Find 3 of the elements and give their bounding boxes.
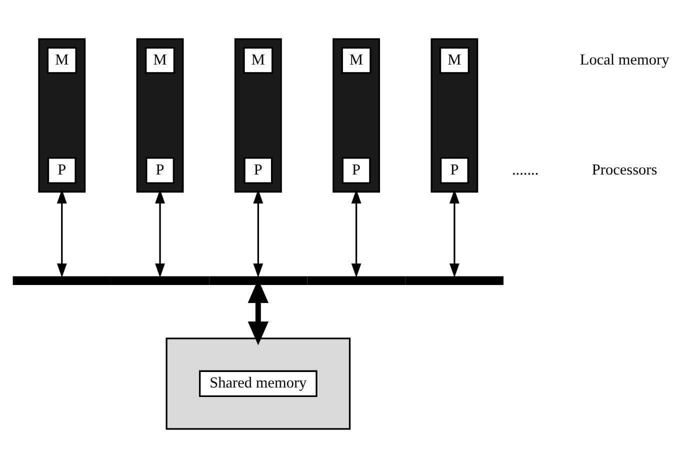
label: ....... xyxy=(512,162,539,179)
label: Local memory xyxy=(580,51,670,68)
label: Processors xyxy=(592,162,658,179)
